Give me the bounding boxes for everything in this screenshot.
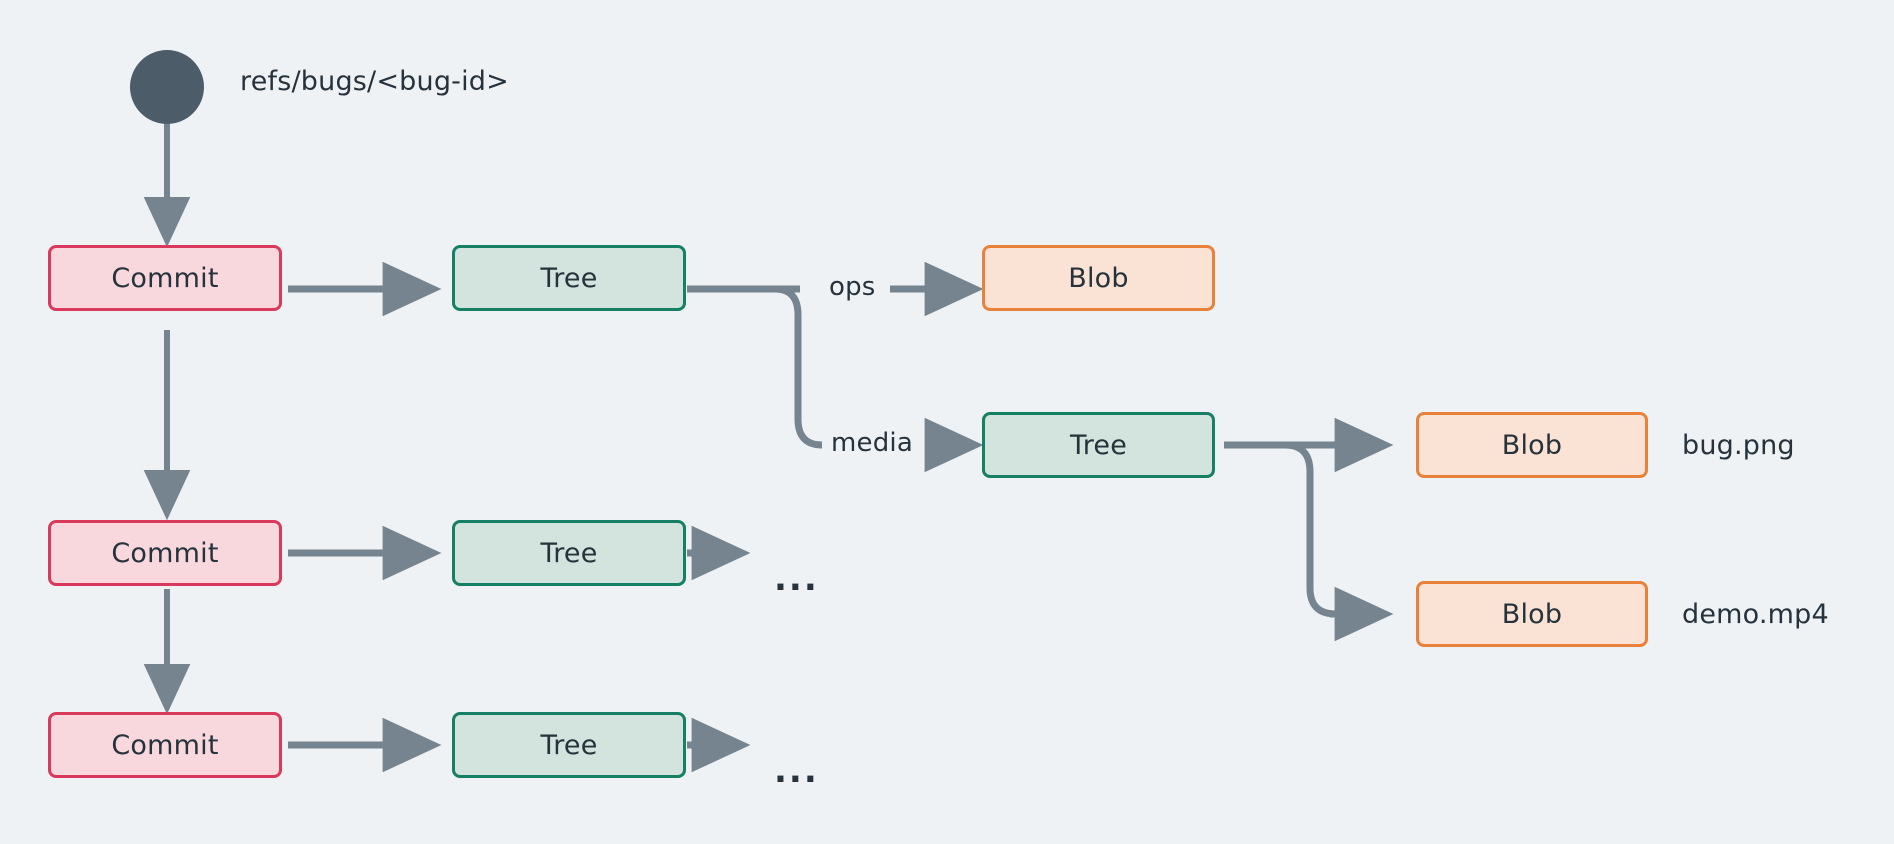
node-tree-media[interactable]: Tree — [982, 412, 1215, 478]
node-commit-3-label: Commit — [111, 729, 219, 761]
file-label-bug-png: bug.png — [1682, 430, 1795, 461]
edge-label-media: media — [828, 428, 916, 458]
node-tree-1-label: Tree — [540, 262, 598, 294]
node-tree-3-label: Tree — [540, 729, 598, 761]
node-blob-ops-label: Blob — [1068, 262, 1129, 294]
node-commit-1-label: Commit — [111, 262, 219, 294]
node-commit-3[interactable]: Commit — [48, 712, 282, 778]
edge-treemedia-fork-down — [1284, 441, 1337, 618]
node-blob-demomp4-label: Blob — [1501, 598, 1563, 630]
node-tree-2-label: Tree — [540, 537, 598, 569]
edge-label-ops: ops — [826, 272, 879, 302]
node-commit-1[interactable]: Commit — [48, 245, 282, 311]
node-tree-1[interactable]: Tree — [452, 245, 686, 311]
node-tree-media-label: Tree — [1069, 429, 1128, 461]
node-commit-2[interactable]: Commit — [48, 520, 282, 586]
edge-tree1-to-media — [774, 285, 823, 449]
node-commit-2-label: Commit — [111, 537, 219, 569]
node-blob-demomp4[interactable]: Blob — [1416, 581, 1648, 647]
node-tree-3[interactable]: Tree — [452, 712, 686, 778]
node-blob-bugpng[interactable]: Blob — [1416, 412, 1648, 478]
node-blob-ops[interactable]: Blob — [982, 245, 1215, 311]
ellipsis-tree-3: ... — [774, 751, 819, 791]
node-tree-2[interactable]: Tree — [452, 520, 686, 586]
ref-root-node[interactable] — [130, 50, 204, 124]
node-blob-bugpng-label: Blob — [1501, 429, 1563, 461]
file-label-demo-mp4: demo.mp4 — [1682, 599, 1829, 630]
ref-name-label: refs/bugs/<bug-id> — [240, 66, 509, 97]
ellipsis-tree-2: ... — [774, 559, 819, 599]
